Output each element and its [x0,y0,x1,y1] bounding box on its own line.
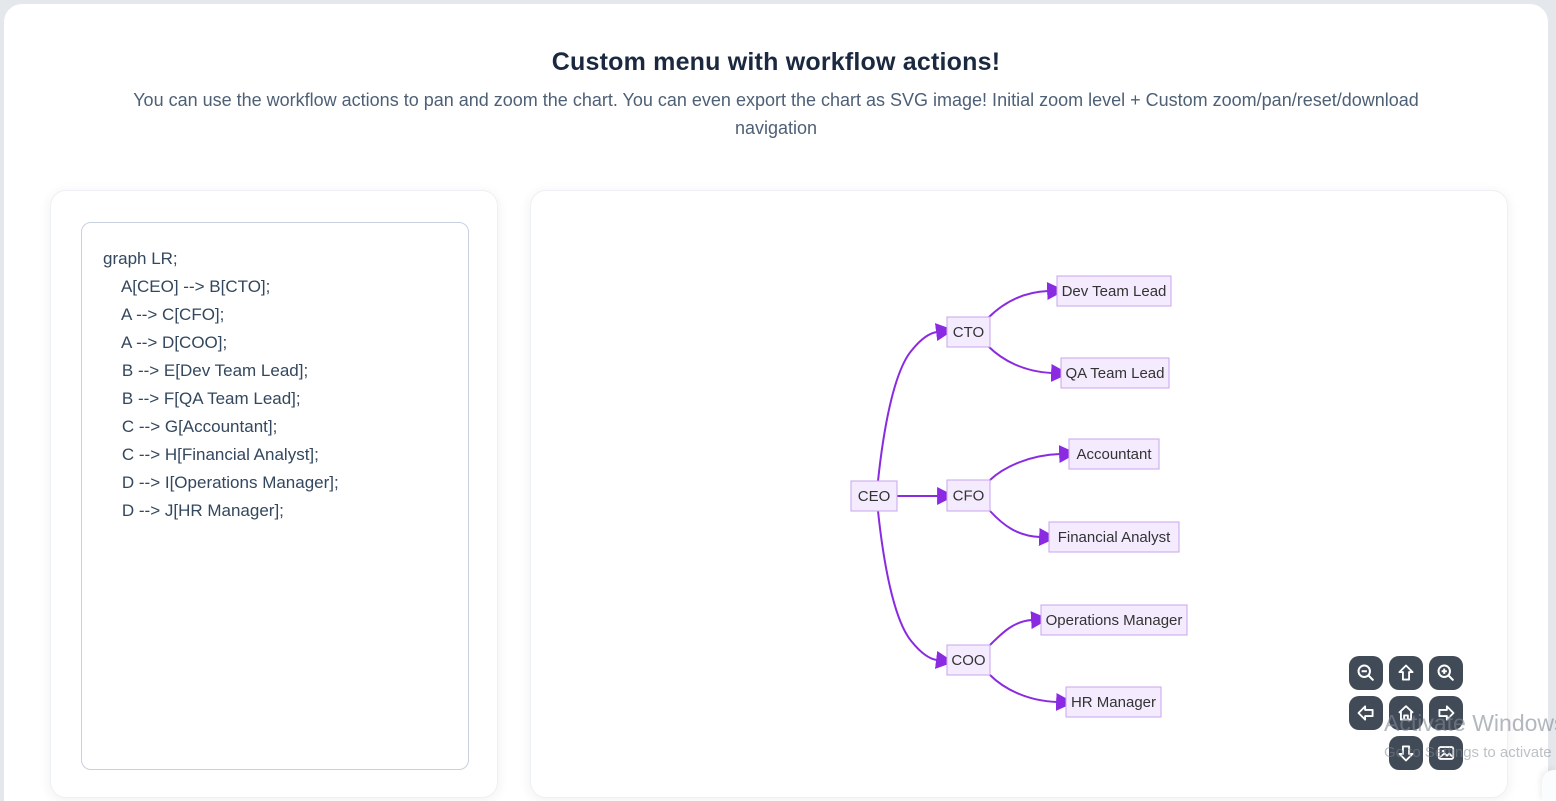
pan-right-button[interactable] [1429,696,1463,730]
flowchart-node-Accountant: Accountant [1068,438,1160,470]
page-title: Custom menu with workflow actions! [551,48,1001,76]
magnifier-minus-icon [1355,662,1377,684]
svg-text:QA Team Lead: QA Team Lead [1066,365,1165,382]
mermaid-code-text[interactable]: graph LR; A[CEO] --> B[CTO]; A --> C[CFO… [103,249,339,520]
flowchart-edge-A-B [877,323,954,482]
svg-text:CTO: CTO [953,324,984,341]
flowchart-node-CEO: CEO [850,480,898,512]
page-subtitle: You can use the workflow actions to pan … [133,90,1419,138]
home-icon [1395,702,1417,724]
flowchart-node-HR-Manager: HR Manager [1065,686,1162,718]
arrow-right-icon [1435,702,1457,724]
arrow-left-icon [1355,702,1377,724]
svg-text:HR Manager: HR Manager [1071,694,1156,711]
flowchart-node-COO: COO [946,644,991,676]
flowchart-edge-D-I [989,611,1050,646]
arrow-down-icon [1395,742,1417,764]
svg-text:Dev Team Lead: Dev Team Lead [1062,283,1167,300]
flowchart-node-Operations-Manager: Operations Manager [1040,604,1188,636]
arrow-up-icon [1395,662,1417,684]
flowchart-edge-B-E [987,282,1066,319]
pan-down-button[interactable] [1389,736,1423,770]
zoom-in-button[interactable] [1429,656,1463,690]
flowchart-node-Dev-Team-Lead: Dev Team Lead [1056,275,1172,307]
flowchart-edge-B-F [987,345,1070,382]
flowchart-node-CTO: CTO [946,316,991,348]
image-icon [1435,742,1457,764]
bottom-right-corner-sheet [1542,770,1556,801]
pan-left-button[interactable] [1349,696,1383,730]
export-image-button[interactable] [1429,736,1463,770]
svg-text:Financial Analyst: Financial Analyst [1058,529,1171,546]
workflow-controls [531,191,1507,797]
flowchart-node-Financial-Analyst: Financial Analyst [1048,521,1180,553]
svg-text:CEO: CEO [858,488,891,505]
flowchart-edge-D-J [989,674,1075,711]
page-card: Custom menu with workflow actions! You c… [4,4,1548,801]
svg-text:Operations Manager: Operations Manager [1046,612,1183,629]
svg-text:Accountant: Accountant [1076,446,1152,463]
zoom-out-button[interactable] [1349,656,1383,690]
svg-text:CFO: CFO [953,488,985,505]
flowchart-node-QA-Team-Lead: QA Team Lead [1060,357,1170,389]
flowchart-svg: CEO CTO CFO COO Dev Team Lead QA Team LeadAcc… [850,275,1188,718]
flowchart-edge-C-G [989,445,1078,481]
flowchart-edge-A-D [877,510,954,669]
flowchart-node-CFO: CFO [946,479,991,512]
flowchart-edge-C-H [989,510,1058,546]
reset-button[interactable] [1389,696,1423,730]
magnifier-plus-icon [1435,662,1457,684]
mermaid-code-editor[interactable]: graph LR; A[CEO] --> B[CTO]; A --> C[CFO… [81,222,469,770]
svg-text:COO: COO [951,652,985,669]
code-panel: graph LR; A[CEO] --> B[CTO]; A --> C[CFO… [50,190,498,798]
pan-up-button[interactable] [1389,656,1423,690]
